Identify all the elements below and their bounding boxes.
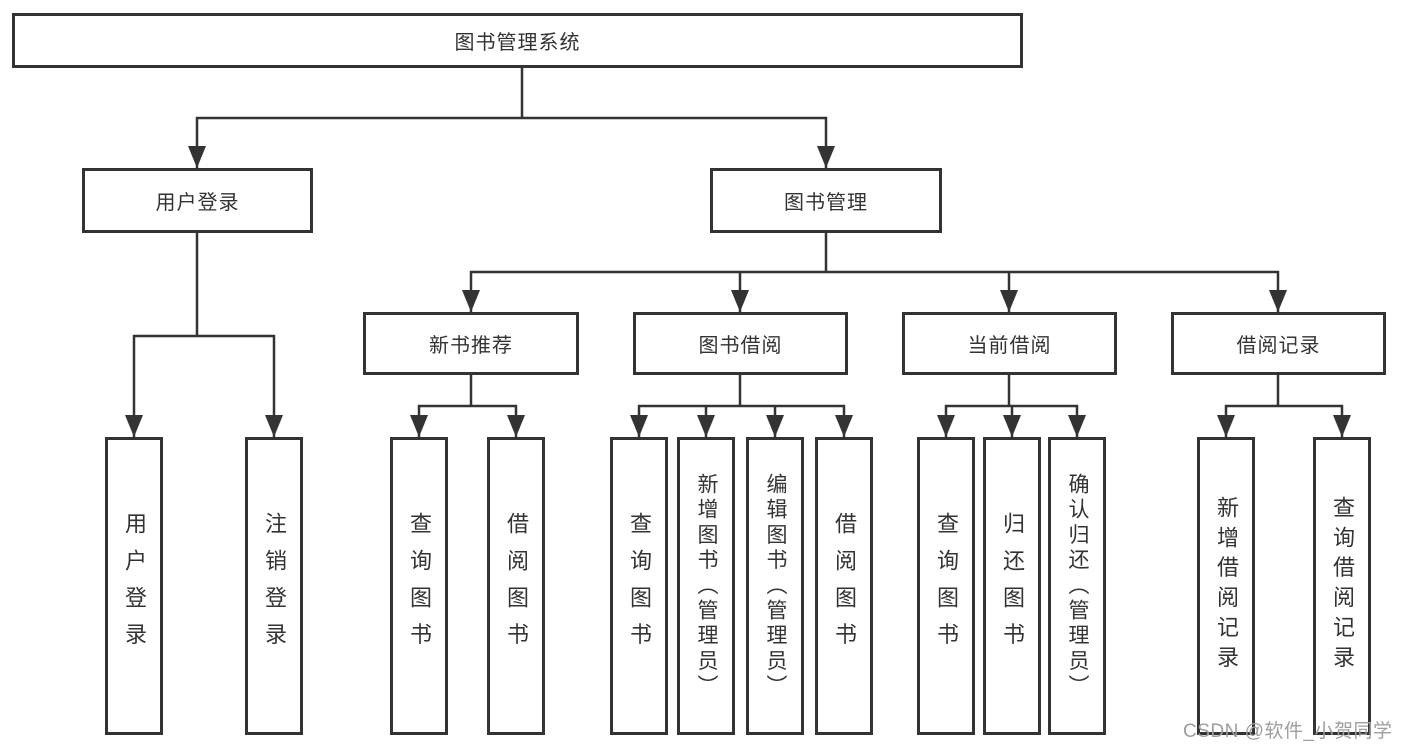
node-leaf-edit-books-admin: 编辑图书（管理员）: [746, 437, 804, 735]
leaf-label: 用户登录: [122, 512, 147, 660]
leaf-label: 新增图书（管理员）: [695, 472, 718, 700]
leaf-label: 新增借阅记录: [1214, 496, 1239, 676]
connector-user-login: [125, 233, 283, 437]
connector-path: [1225, 375, 1343, 408]
leaf-label: 借阅图书: [832, 512, 857, 660]
node-leaf-query-books-1: 查询图书: [390, 437, 448, 735]
connector-path: [470, 233, 1279, 274]
node-leaf-add-borrow-record: 新增借阅记录: [1197, 437, 1255, 735]
leaf-label: 查询图书: [407, 512, 432, 660]
connector-path: [196, 68, 827, 120]
connector-path: [945, 375, 1078, 408]
connector-new-book-recommend: [410, 375, 525, 437]
csdn-watermark: CSDN @软件_小贺同学: [1183, 721, 1393, 742]
leaf-label: 查询图书: [627, 512, 652, 660]
leaf-label: 查询借阅记录: [1330, 496, 1355, 676]
leaf-label: 归还图书: [1000, 512, 1025, 660]
node-borrow-record: 借阅记录: [1171, 312, 1386, 375]
connector-book-borrow: [630, 375, 853, 437]
node-leaf-borrow-books-1: 借阅图书: [487, 437, 545, 735]
leaf-label: 编辑图书（管理员）: [764, 472, 787, 700]
node-leaf-query-books-3: 查询图书: [917, 437, 975, 735]
node-book-management: 图书管理: [710, 168, 942, 233]
node-current-borrow: 当前借阅: [902, 312, 1117, 375]
node-leaf-user-login: 用户登录: [105, 437, 163, 735]
leaf-label: 查询图书: [934, 512, 959, 660]
connector-current-borrow: [937, 375, 1086, 437]
leaf-label: 借阅图书: [504, 512, 529, 660]
connector-path: [418, 375, 517, 408]
leaf-label: 确认归还（管理员）: [1066, 472, 1089, 700]
connector-path: [638, 375, 845, 408]
leaf-label: 注销登录: [262, 512, 287, 660]
node-book-borrow: 图书借阅: [633, 312, 848, 375]
node-leaf-return-books: 归还图书: [983, 437, 1041, 735]
node-leaf-add-books-admin: 新增图书（管理员）: [677, 437, 735, 735]
node-leaf-query-borrow-record: 查询借阅记录: [1313, 437, 1371, 735]
node-leaf-logout: 注销登录: [245, 437, 303, 735]
node-leaf-borrow-books-2: 借阅图书: [815, 437, 873, 735]
node-leaf-confirm-return-admin: 确认归还（管理员）: [1048, 437, 1106, 735]
node-leaf-query-books-2: 查询图书: [610, 437, 668, 735]
connector-path: [133, 233, 275, 338]
connector-root: [188, 68, 835, 168]
node-user-login: 用户登录: [82, 168, 313, 233]
node-new-book-recommend: 新书推荐: [363, 312, 579, 375]
connector-book-management: [462, 233, 1287, 312]
connector-borrow-record: [1217, 375, 1351, 437]
node-root: 图书管理系统: [12, 13, 1023, 68]
